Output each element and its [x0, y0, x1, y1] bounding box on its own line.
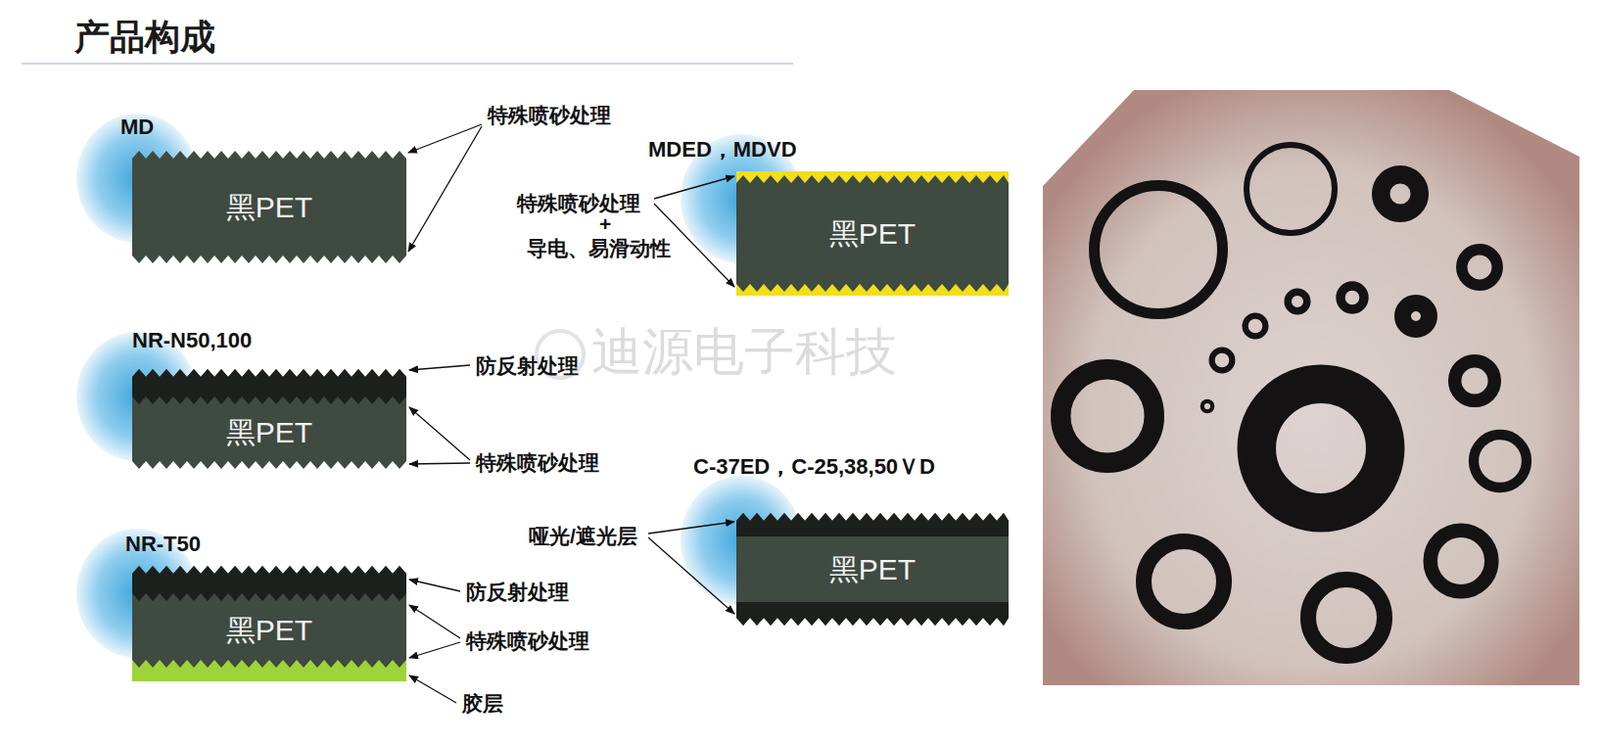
callout-text: 特殊喷砂处理: [487, 102, 612, 128]
callout-text: 防反射处理: [466, 579, 569, 605]
layer-name: 黑PET: [132, 189, 407, 226]
callout-text: 哑光/遮光层: [528, 523, 638, 549]
callout-text: 特殊喷砂处理: [517, 190, 641, 216]
layer-name: 黑PET: [736, 216, 1009, 252]
callout-text: 特殊喷砂处理: [466, 628, 590, 654]
ring-photo: [1042, 90, 1580, 686]
callout-text: +: [599, 211, 612, 236]
product-code: NR-T50: [125, 531, 201, 558]
layer-stack: NR-N50,100黑PET: [132, 369, 407, 470]
product-code: C-37ED，C-25,38,50ＶD: [693, 454, 936, 480]
layer-stack: MDED，MDVD黑PET: [736, 171, 1009, 296]
layer-name: 黑PET: [736, 552, 1009, 588]
callout-text: 导电、易滑动性: [526, 235, 671, 261]
product-code: NR-N50,100: [132, 328, 252, 354]
leader-lines: [408, 124, 735, 704]
title-rule: [21, 62, 794, 65]
layer-stack: NR-T50黑PET: [132, 565, 407, 682]
layer-stack: MD黑PET: [132, 150, 407, 264]
layer-stack: C-37ED，C-25,38,50ＶD黑PET: [736, 513, 1009, 626]
layer-name: 黑PET: [132, 415, 407, 451]
watermark: 迪源电子科技: [591, 321, 897, 382]
layer-name: 黑PET: [132, 612, 407, 649]
callout-text: 胶层: [462, 691, 504, 716]
product-code: MDED，MDVD: [648, 137, 798, 163]
callout-text: 特殊喷砂处理: [475, 450, 600, 475]
product-code: MD: [120, 114, 154, 141]
callout-text: 防反射处理: [475, 353, 579, 378]
blue-glow: [76, 113, 802, 659]
page-title: 产品构成: [74, 15, 216, 58]
